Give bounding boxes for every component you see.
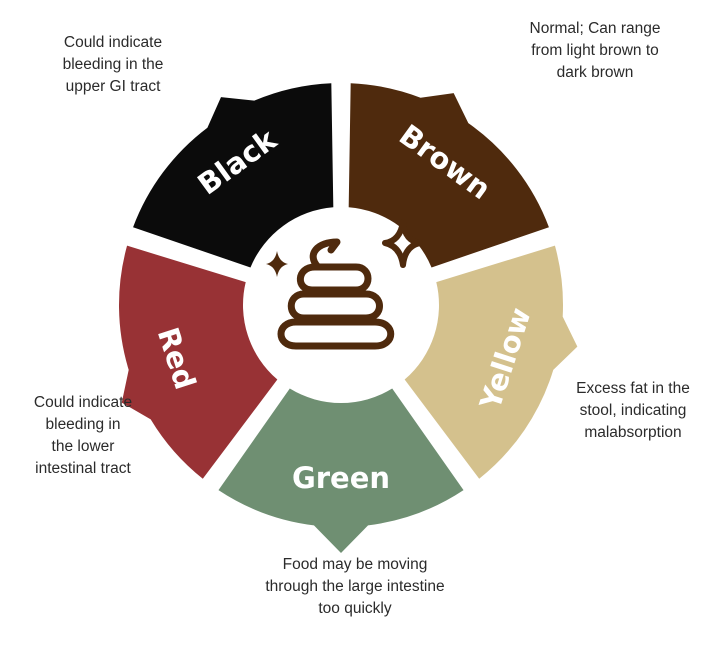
note-yellow-line: stool, indicating <box>579 402 687 419</box>
note-yellow-line: malabsorption <box>584 424 682 441</box>
sparkle-icon <box>382 219 423 268</box>
sparkle-small-icon <box>266 251 288 277</box>
note-black: Could indicate bleeding in the upper GI … <box>38 32 188 98</box>
segment-yellow: Yellow <box>404 245 578 479</box>
note-red-line: intestinal tract <box>35 460 131 477</box>
segment-black: Black <box>133 83 334 268</box>
segment-yellow-shape <box>404 245 578 479</box>
note-brown: Normal; Can range from light brown to da… <box>500 18 690 84</box>
segment-green-shape <box>218 388 464 553</box>
note-green-line: through the large intestine <box>265 578 445 595</box>
note-yellow-line: Excess fat in the <box>576 380 690 397</box>
note-black-line: bleeding in the <box>62 56 164 73</box>
segment-black-shape <box>133 83 334 268</box>
note-green-line: too quickly <box>318 600 392 617</box>
note-red: Could indicate bleeding in the lower int… <box>8 392 158 480</box>
note-yellow: Excess fat in the stool, indicating mala… <box>558 378 708 444</box>
note-red-line: Could indicate <box>33 394 133 411</box>
note-black-line: Could indicate <box>63 34 163 51</box>
note-brown-line: Normal; Can range <box>529 20 661 37</box>
note-red-line: bleeding in <box>45 416 121 433</box>
note-green: Food may be moving through the large int… <box>230 554 480 620</box>
note-green-line: Food may be moving <box>282 556 428 573</box>
note-brown-line: dark brown <box>556 64 634 81</box>
segment-red: Red <box>118 245 278 479</box>
segment-brown: Brown <box>348 83 549 268</box>
segment-green-label: Green <box>292 461 390 495</box>
note-brown-line: from light brown to <box>531 42 659 59</box>
segment-red-shape <box>118 245 278 479</box>
note-black-line: upper GI tract <box>65 78 161 95</box>
poop-icon <box>277 238 395 350</box>
segment-brown-shape <box>348 83 549 268</box>
note-red-line: the lower <box>51 438 115 455</box>
segment-green: Green <box>218 388 464 553</box>
